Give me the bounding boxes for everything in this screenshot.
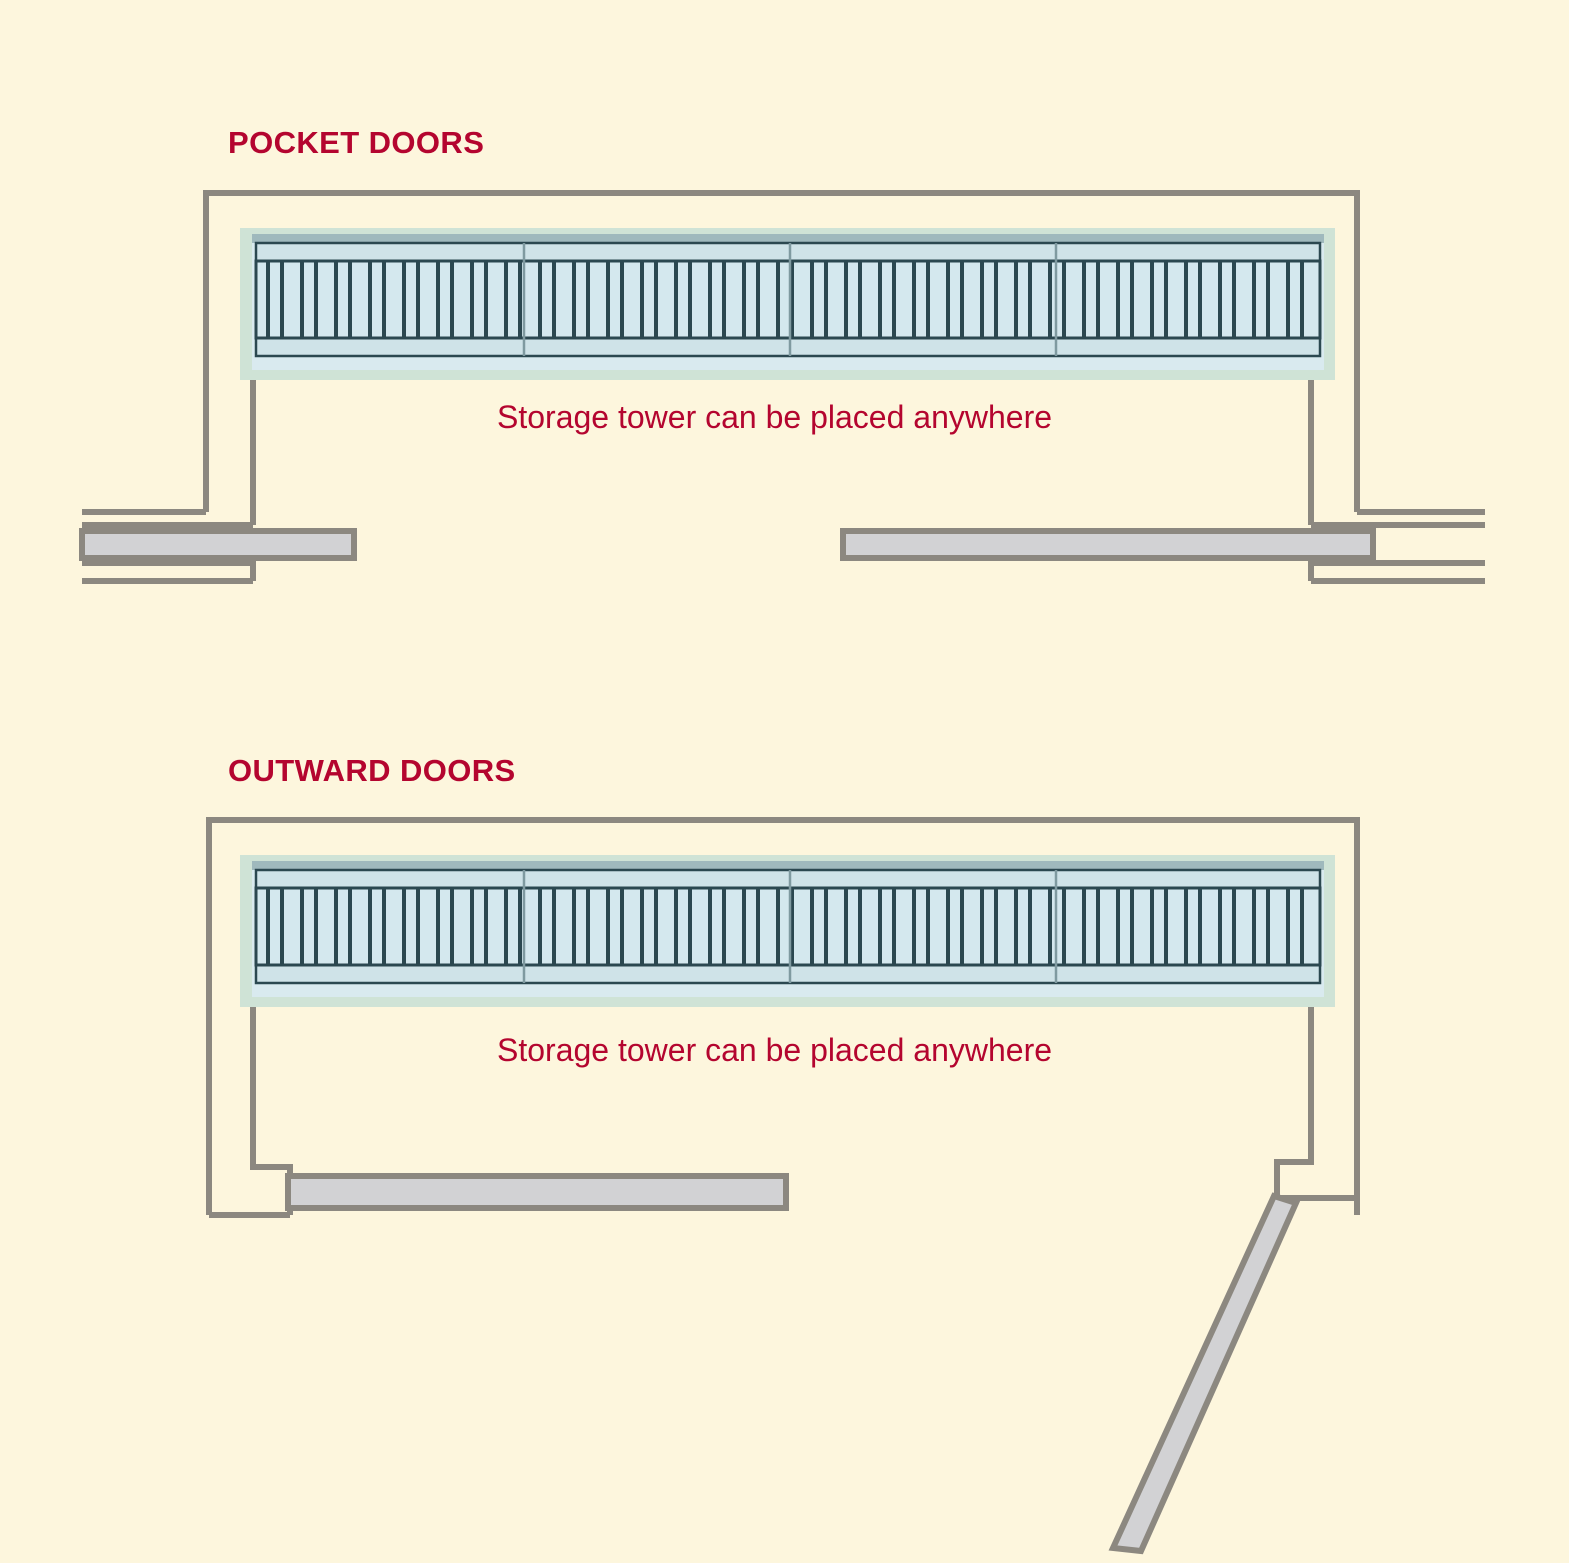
outward-door-right-swung[interactable] [1108,1192,1301,1555]
pocket-cavity-left [82,509,256,584]
section-pocket-doors: POCKET DOORS [79,125,1485,584]
tower-bottom-rail [254,963,1322,985]
storage-tower-pocket[interactable] [240,228,1335,380]
tower-top-cap [252,234,1324,243]
tower-slats [266,261,1304,338]
pocket-right-lower-skin [1308,560,1485,581]
tower-panel-dividers [522,243,1058,356]
outward-door-left[interactable] [285,1173,789,1211]
tower-slats [266,888,1304,965]
section-title-outward-doors: OUTWARD DOORS [228,753,516,788]
tower-panel-dividers [522,870,1058,983]
section-outward-doors: OUTWARD DOORS [206,753,1360,1555]
wall-outer-pocket [203,190,1360,512]
tower-note-pocket: Storage tower can be placed anywhere [497,399,1052,435]
tower-bottom-rail [254,336,1322,358]
section-title-pocket-doors: POCKET DOORS [228,125,484,160]
pocket-door-left[interactable] [79,528,357,561]
storage-tower-outward[interactable] [240,855,1335,1007]
wall-outer-outward [206,817,1360,1215]
tower-top-cap [252,861,1324,870]
pocket-left-lower-skin [82,560,256,581]
tower-slat-field [254,259,1322,340]
tower-top-rail [254,241,1322,263]
pocket-door-right[interactable] [840,528,1376,561]
wall-inner-right-outward [1274,855,1357,1201]
tower-top-rail [254,868,1322,890]
pocket-cavity-right [1308,509,1485,584]
tower-note-outward: Storage tower can be placed anywhere [497,1032,1052,1068]
tower-slat-field [254,886,1322,967]
